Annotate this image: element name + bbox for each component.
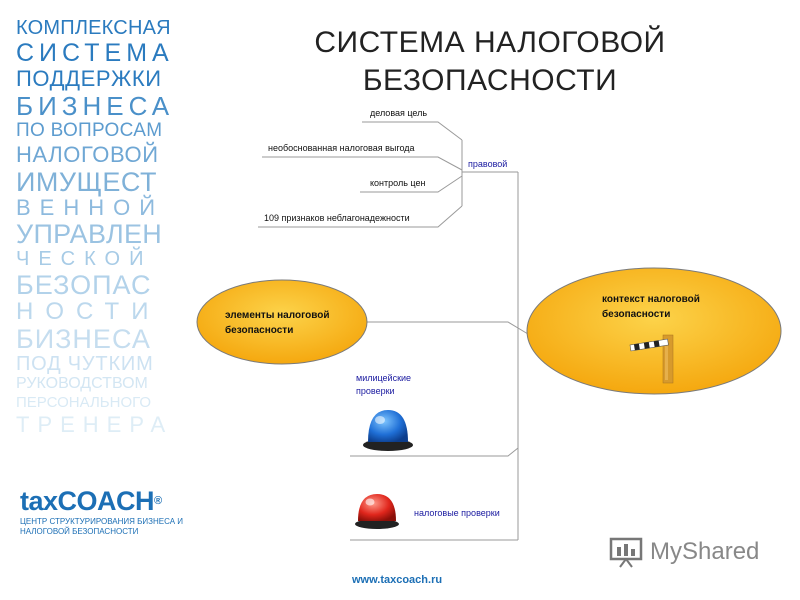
branch-label: 109 признаков неблагонадежности [264,213,410,223]
police-checks-label: милицейские проверки [356,373,412,396]
sidebar-line: УПРАВЛЕН [16,219,163,249]
logo-registered: ® [154,495,162,507]
branch-label: необоснованная налоговая выгода [268,143,415,153]
logo-sub-line-2: НАЛОГОВОЙ БЕЗОПАСНОСТИ [20,527,139,536]
sidebar-line: ПОДДЕРЖКИ [16,66,162,91]
sidebar-slogan: КОМПЛЕКСНАЯ СИСТЕМА ПОДДЕРЖКИ БИЗНЕСА ПО… [16,18,176,436]
branch-label: контроль цен [370,178,426,188]
sidebar-line: ВЕННОЙ [16,195,165,220]
page-title: СИСТЕМА НАЛОГОВОЙ БЕЗОПАСНОСТИ [290,24,690,100]
right-node-label: контекст налоговой безопасности [602,294,700,320]
presentation-icon [609,537,643,568]
sidebar-line: СИСТЕМА [16,39,174,67]
sidebar-line: РУКОВОДСТВОМ [16,375,148,392]
left-node-label: элементы налоговой безопасности [225,310,330,336]
logo-tax: tax [20,486,58,516]
sidebar-line: ПОД ЧУТКИМ [16,353,154,375]
sidebar-line: ТРЕНЕРА [16,412,174,437]
legal-label: правовой [468,159,508,169]
red-siren-icon [355,494,399,529]
sidebar-line: БЕЗОПАС [16,270,152,300]
sidebar-line: НОСТИ [16,298,161,325]
sidebar-line: БИЗНЕСА [16,324,151,354]
watermark-text: MyShared [650,538,760,565]
sidebar-line: ПО ВОПРОСАМ [16,120,163,141]
logo-sub-line-1: ЦЕНТР СТРУКТУРИРОВАНИЯ БИЗНЕСА И [20,517,184,526]
sidebar-line: БИЗНЕСА [16,91,175,121]
blue-siren-icon [363,410,413,451]
branch-label: деловая цель [370,108,428,118]
title-line-2: БЕЗОПАСНОСТИ [362,64,618,97]
myshared-watermark: MyShared [608,536,759,568]
left-node-ellipse [196,279,368,365]
logo-coach: COACH [57,486,155,516]
website-link[interactable]: www.taxcoach.ru [352,574,443,586]
title-line-1: СИСТЕМА НАЛОГОВОЙ [314,26,666,59]
taxcoach-logo[interactable]: taxCOACH® ЦЕНТР СТРУКТУРИРОВАНИЯ БИЗНЕСА… [20,486,183,537]
sidebar-line: НАЛОГОВОЙ [16,142,159,167]
sidebar-line: ПЕРСОНАЛЬНОГО [16,394,152,411]
right-node-ellipse [526,267,782,395]
barrier-icon [629,334,674,384]
legal-branch-lines [258,121,519,322]
sidebar-line: КОМПЛЕКСНАЯ [16,17,171,39]
tax-checks-label: налоговые проверки [414,508,500,518]
sidebar-line: ИМУЩЕСТ [16,167,157,197]
sidebar-line: ЧЕСКОЙ [16,248,153,270]
main-connector-lines [350,321,529,541]
